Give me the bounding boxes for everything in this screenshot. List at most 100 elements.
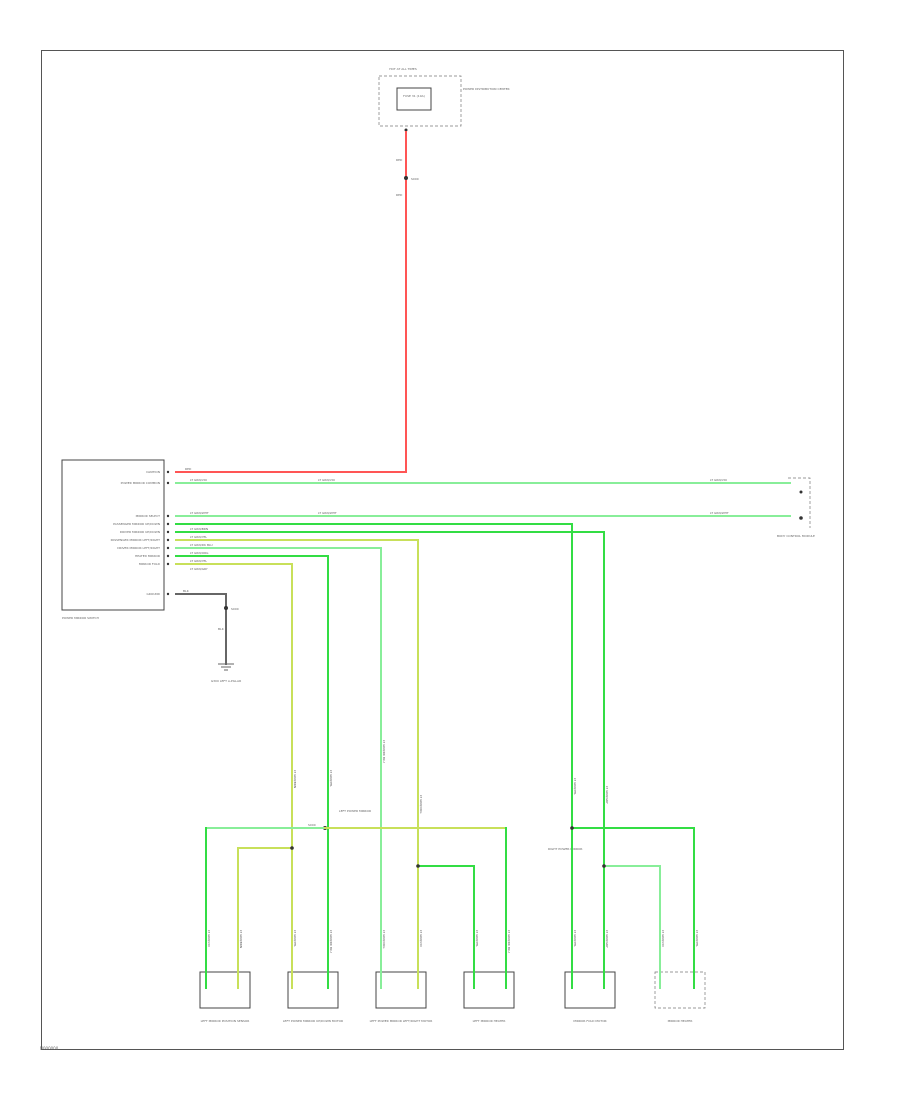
wire-label-vertical: LT GRN/VIO [661,930,665,948]
right-motor-1-name: MIRROR FOLD MOTOR [573,1019,606,1023]
switch-pin-terminal [166,530,170,534]
left-motor-2-box [287,971,339,1009]
switch-pin-terminal [166,546,170,550]
left-motor-1-box [199,971,251,1009]
wire-label: LT GRN/VIO [190,478,208,482]
figure-id: N000000 [40,1046,59,1051]
heated-mirror-wire [175,555,329,989]
left-mirror: LEFT POWER MIRROR S000 LEFT MIRROR POSIT… [199,809,515,1023]
left-mirror-outline [205,828,507,988]
wire-label: LT GRN/DK BLU [190,543,213,547]
switch-pin-terminal [166,562,170,566]
bcm-name: BODY CONTROL MODULE [777,534,815,538]
wire-label-vertical: LT GRN/YEL [329,770,333,787]
wire-label: LT GRN/BRN [190,527,208,531]
splice-node [290,846,294,850]
bcm-pin-2 [799,516,803,520]
wire-label-vertical: LT GRN/ORG [419,795,423,814]
fuse-block-title: HOT AT ALL TIMES [389,67,417,71]
wire-label: LT GRN/GRY [190,567,208,571]
ground-circuit: BLK S000 BLK G300 LEFT A-PILLAR [175,589,241,683]
switch-pin-label: HEATED MIRROR [135,554,160,558]
wire-label-vertical: LT GRN/GRY [605,786,609,804]
right-motor-1-box [564,971,616,1009]
red-splice-node [404,176,408,180]
ground-symbol [218,663,234,671]
wire-label-vertical: LT GRN/BRN [293,770,297,788]
wire-layer [175,482,791,989]
left-motor-1-wire-b [237,847,293,989]
bcm-outline [788,477,811,528]
left-motor-4-name: LEFT MIRROR HEATER [473,1019,506,1023]
switch-pin-terminal [166,592,170,596]
wire-label: LT GRN/WHT [710,511,729,515]
left-mirror-name: LEFT POWER MIRROR [339,809,371,813]
wire-label: LT GRN/VIO [318,478,336,482]
wire-label-vertical: LT GRN/DK BLU [382,740,386,763]
diagram-frame [41,50,844,1050]
passenger-leftright-wire [175,539,419,989]
ground-splice-node [224,606,228,610]
switch-pin-label: PASSENGER MIRROR LEFT/RIGHT [111,538,161,542]
left-motor-1-name: LEFT MIRROR POSITION SENSOR [201,1019,250,1023]
wire-label: LT GRN/YEL [190,535,207,539]
wire-label-vertical: LT GRN/VIO [419,930,423,948]
wire-label: LT GRN/WHT [318,511,337,515]
switch-pin-labels: IGNITION POWER MIRROR COMMON MIRROR SELECT… [111,470,170,596]
switch-pin-label: MIRROR FOLD [139,562,161,566]
right-motor-2-wire [603,865,661,989]
ground-splice-label: S000 [231,607,239,611]
wire-label-vertical: LT GRN/YEL [573,930,577,947]
switch-pin-terminal [166,522,170,526]
passenger-updown-wire [175,523,573,989]
body-control-module: BODY CONTROL MODULE [777,477,815,538]
switch-pin-label: IGNITION [146,470,160,474]
left-motor-4-wire-b [417,865,475,989]
splice-node [570,826,574,830]
wire-label-vertical: LT GRN/YEL [293,930,297,947]
wire-label-vertical: LT GRN/YEL [695,930,699,947]
right-mirror: RIGHT POWER MIRROR MIRROR FOLD MOTOR MIR… [548,847,706,1023]
red-feed-wire [175,131,407,473]
wire-label-vertical: LT GRN/DK BLU [507,930,511,953]
driver-updown-wire [175,531,605,989]
wire-label-vertical: LT GRN/VIO [207,930,211,948]
switch-pin-terminal [166,538,170,542]
bcm-pin-1 [799,490,803,494]
fuse-terminal [404,128,408,132]
switch-pin-label: MIRROR SELECT [136,514,161,518]
wire-label-layer: LT GRN/VIO LT GRN/VIO LT GRN/VIO LT GRN/WHT… [190,478,729,953]
wire-label-vertical: LT GRN/YEL [573,778,577,795]
red-splice-label: S000 [411,177,419,181]
ground-wire [175,593,227,665]
red-wire-label: RED [396,158,403,162]
ground-wire-label: BLK [183,589,190,593]
ground-wire-label-2: BLK [218,627,225,631]
red-wire-label-2: RED [396,193,403,197]
wire-label: LT GRN/WHT [190,511,209,515]
switch-pin-terminal [166,481,170,485]
wire-label: LT GRN/ORG [190,551,209,555]
left-motor-3-name: LEFT POWER MIRROR LEFT/RIGHT MOTOR [370,1019,433,1023]
mirror-switch-box [61,459,165,611]
right-motor-2-name: MIRROR HEATER [668,1019,693,1023]
switch-pin-label: GROUND [146,592,160,596]
switch-pin-label: DRIVER MIRROR UP/DOWN [120,530,160,534]
switch-pin-terminal [166,470,170,474]
splice-node [602,864,606,868]
left-motor-2-name: LEFT POWER MIRROR UP/DOWN MOTOR [283,1019,343,1023]
fuse-location: POWER DISTRIBUTION CENTER [463,87,510,91]
switch-pin-label: DRIVER MIRROR LEFT/RIGHT [117,546,160,550]
wire-label: LT GRN/VIO [710,478,728,482]
mirror-fold-wire [175,563,293,989]
ground-name: G300 LEFT A-PILLAR [211,679,241,683]
fuse-block: HOT AT ALL TIMES FUSE 31 (10A) POWER DIS… [378,67,510,132]
wire-label-vertical: LT GRN/BRN [239,930,243,948]
switch-pin-label: POWER MIRROR COMMON [121,481,160,485]
splice-node [416,864,420,868]
switch-pin-terminal [166,514,170,518]
wire-label-vertical: LT GRN/ORG [382,930,386,949]
wire-label-vertical: LT GRN/YEL [475,930,479,947]
left-mirror-splice-label: S000 [308,823,316,827]
